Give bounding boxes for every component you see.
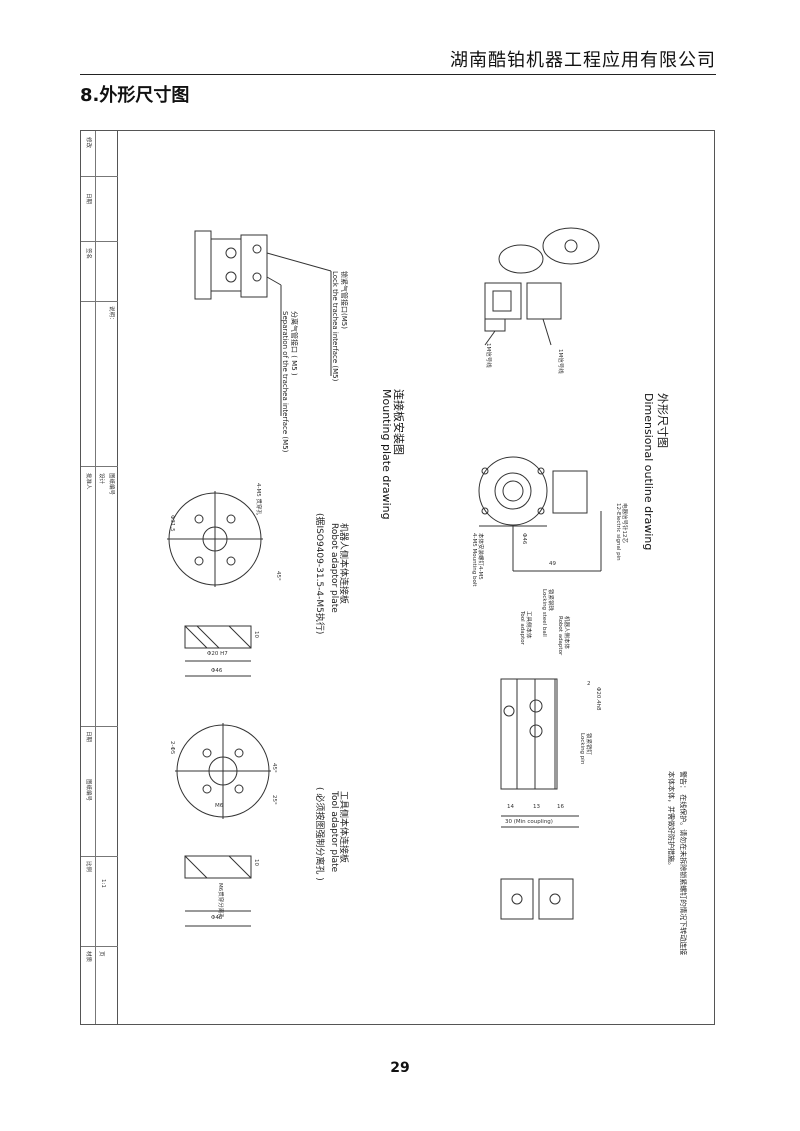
dim-10-robot: 10 — [253, 631, 259, 638]
tool-plate-section — [184, 855, 252, 927]
dim-4m5-holes: 4-M5 贯穿孔 — [255, 483, 261, 515]
dim-45-tool: 45° — [271, 763, 277, 773]
title-strip-divider — [95, 131, 96, 1024]
drawing-frame: 修改 日期 签名 说明： 图纸编号 设计 批准人 日期 图纸编号 比例 1:1 … — [80, 130, 715, 1025]
dim-14: 14 — [507, 804, 514, 810]
drawing-lineart — [167, 227, 602, 927]
locking-pin-en: Locking pin — [579, 733, 585, 765]
strip-cell-divider — [81, 856, 118, 857]
robot-adaptor-cn: 机器人侧本体 — [563, 616, 569, 650]
dim-phi46-tool: Φ46 — [211, 915, 223, 921]
strip-cell-divider — [81, 726, 118, 727]
title-strip — [81, 131, 118, 1024]
signal-label-1: 1M信号线 — [485, 343, 491, 368]
robot-plate-section — [184, 625, 252, 677]
electric-pin-en: 12-Electric signal pin — [615, 503, 621, 561]
side-assembly — [500, 678, 579, 828]
locking-ball-cn: 锁紧钢珠 — [547, 589, 553, 612]
main-title-cn: 外形尺寸图 — [656, 393, 669, 448]
tool-plate-top-view — [175, 723, 271, 819]
mount-bolt-cn: 本体安装螺钉4-M5 — [477, 533, 483, 580]
strip-cell-divider — [81, 946, 118, 947]
dim-phi20-4: Φ20.4h8 — [595, 687, 601, 711]
mounting-title-en: Mounting plate drawing — [380, 389, 393, 520]
electric-pin-cn: 电器信号针12芯 — [621, 503, 627, 543]
page-number: 29 — [390, 1060, 410, 1076]
dim-phi46-robot: Φ46 — [211, 668, 223, 674]
section-title: 8.外形尺寸图 — [80, 85, 190, 106]
front-view-coupler — [478, 456, 602, 572]
signal-label-2: 1M信号线 — [557, 349, 563, 374]
robot-adaptor-en: Robot adaptor — [557, 616, 563, 656]
robot-plate-std: (据ISO9409-31.5-4-M5执行) — [314, 513, 324, 635]
warning-note: 警告： 在线保护。请勿在未拆除锁紧螺钉的情况下转动连接本体本体，并需做好防护措施… — [667, 771, 687, 956]
tool-adaptor-cn: 工具侧本体 — [525, 611, 531, 639]
dim-m6: M6 — [215, 803, 224, 809]
dim-13: 13 — [533, 804, 540, 810]
trachea-lock-label-cn: 锁紧气管接口(M5) — [340, 271, 348, 329]
dim-25-tool: 25° — [271, 795, 277, 805]
dim-10-tool: 10 — [253, 859, 259, 866]
locking-pin-cn: 锁紧销钉 — [585, 733, 591, 756]
dim-m6-note: M6贯穿分离孔 — [217, 883, 223, 919]
tool-plate-title-en: Tool adaptor plate — [329, 791, 339, 873]
isometric-view-coupler — [484, 227, 600, 346]
robot-plate-title-cn: 机器人侧本体连接板 — [338, 523, 348, 605]
trachea-lock-label-en: Lock the trachea interface (M5) — [331, 271, 339, 382]
robot-plate-top-view — [167, 491, 263, 587]
dim-16: 16 — [557, 804, 564, 810]
trachea-sep-label-cn: 分离气管接口 ( M5 ) — [290, 311, 298, 376]
dim-2: 2 — [587, 681, 591, 687]
tool-plate-note: ( 必须按图强制分离孔 ) — [314, 787, 324, 881]
dim-45-robot: 45° — [275, 571, 281, 581]
main-title-en: Dimensional outline drawing — [642, 393, 655, 551]
strip-cell-divider — [81, 466, 118, 467]
dim-2phi5: 2-Φ5 — [169, 741, 175, 755]
dim-phi46: Φ46 — [521, 533, 527, 545]
mounting-title-cn: 连接板安装图 — [392, 389, 405, 455]
trachea-sep-label-en: Separation of the trachea interface (M5) — [281, 311, 289, 453]
locking-ball-en: Locking steel ball — [541, 589, 547, 637]
strip-cell-divider — [81, 176, 118, 177]
tool-adaptor-en: Tool adaptor — [519, 611, 525, 645]
dim-49: 49 — [549, 561, 556, 567]
header-rule — [80, 74, 716, 75]
robot-plate-title-en: Robot adaptor plate — [329, 523, 339, 613]
bottom-view-coupler — [500, 878, 574, 920]
dim-30: 30 (Min coupling) — [505, 819, 553, 825]
strip-cell-divider — [81, 301, 118, 302]
side-view-coupler — [194, 230, 332, 416]
dim-phi20-h7: Φ20 H7 — [207, 651, 228, 657]
company-name: 湖南酷铂机器工程应用有限公司 — [450, 50, 716, 71]
tool-plate-title-cn: 工具侧本体连接板 — [338, 791, 348, 864]
mount-bolt-en: 4-M5 Mounting bolt — [471, 533, 477, 587]
dim-pcd: Φ31.5 — [169, 515, 175, 532]
strip-cell-divider — [81, 241, 118, 242]
